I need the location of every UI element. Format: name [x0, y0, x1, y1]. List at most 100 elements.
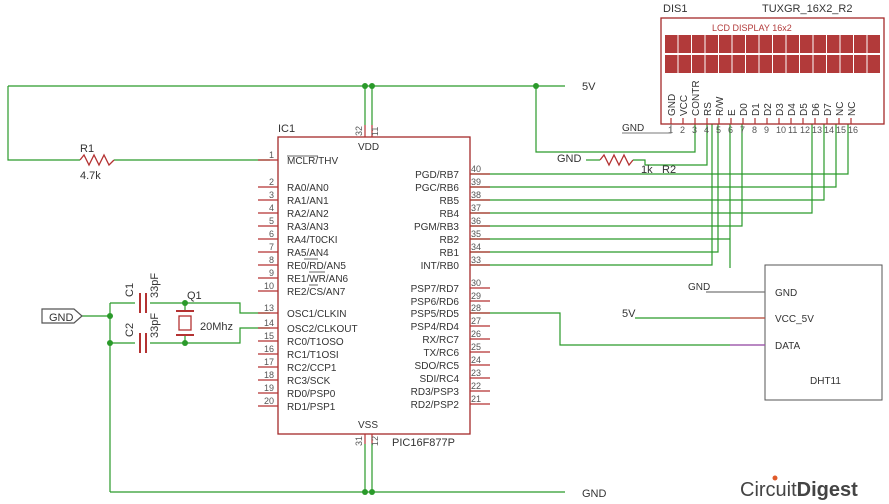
- ic-pin-number-17: 17: [264, 357, 274, 367]
- junctions: [107, 83, 539, 495]
- ic-pin-number-28: 28: [471, 303, 481, 313]
- ic-pin-number-18: 18: [264, 370, 274, 380]
- r1-resistor: R1 4.7k: [79, 143, 115, 182]
- lcd-cell-r1-c5: [719, 35, 732, 53]
- ic-pin-number-39: 39: [471, 177, 481, 187]
- ic-pin-number-1: 1: [269, 150, 274, 160]
- ic1-ref: IC1: [278, 123, 295, 135]
- lcd-pin-name-5: R/W: [715, 96, 726, 116]
- lcd-cell-r2-c1: [665, 55, 678, 73]
- r2-gnd-label: GND: [557, 153, 582, 165]
- ic1-vss-label: VSS: [358, 420, 378, 431]
- rb1-wire: [470, 124, 719, 253]
- vcc-label: 5V: [582, 81, 596, 93]
- contrast-wire: [645, 124, 708, 166]
- c1-ref: C1: [124, 283, 136, 297]
- lcd-cell-r1-c3: [692, 35, 705, 53]
- ic-pin-number-15: 15: [264, 331, 274, 341]
- dht-vcc-label: 5V: [622, 308, 636, 320]
- ic-pin-name-21: RD2/PSP2: [411, 400, 460, 411]
- ic-pin-name-30: PSP7/RD7: [411, 284, 460, 295]
- lcd-pin-number-5: 5: [716, 125, 721, 135]
- osc2-wire: [110, 327, 270, 344]
- lcd-cell-r2-c4: [705, 55, 718, 73]
- lcd-pin-name-11: D4: [787, 103, 798, 116]
- r2-ref: R2: [662, 164, 676, 176]
- vdd-pin-32: 32: [354, 126, 364, 136]
- ic-pin-number-26: 26: [471, 329, 481, 339]
- lcd-pin-number-6: 6: [728, 125, 733, 135]
- ic-pin-number-23: 23: [471, 368, 481, 378]
- r1-value: 4.7k: [80, 170, 101, 182]
- lcd-pin-name-12: D5: [799, 103, 810, 116]
- lcd-pin-name-2: VCC: [679, 95, 690, 116]
- lcd-character-cells: [665, 35, 880, 73]
- ic-pin-name-38: RB5: [440, 196, 460, 207]
- ic-pin-name-16: RC1/T1OSI: [287, 350, 339, 361]
- ic-pin-name-8: RE0/RD/AN5: [287, 261, 346, 272]
- ic-pin-number-36: 36: [471, 216, 481, 226]
- c2-ref: C2: [124, 323, 136, 337]
- c2-capacitor: C2 33pF: [124, 313, 161, 353]
- ic-pin-number-19: 19: [264, 383, 274, 393]
- ic-pin-name-23: SDI/RC4: [420, 374, 460, 385]
- ic-pin-number-34: 34: [471, 242, 481, 252]
- ic1-vdd-label: VDD: [358, 142, 379, 153]
- ic1-microcontroller: IC1 PIC16F877P VDD VSS 32 11 31 12 1MCLR…: [258, 123, 490, 449]
- ic-pin-name-36: PGM/RB3: [414, 222, 459, 233]
- dht-pin-data: DATA: [775, 341, 801, 352]
- ic-pin-number-33: 33: [471, 255, 481, 265]
- ic-pin-name-37: RB4: [440, 209, 460, 220]
- lcd-pin-number-13: 13: [812, 125, 822, 135]
- ic-pin-number-38: 38: [471, 190, 481, 200]
- ic-pin-number-27: 27: [471, 316, 481, 326]
- ic-pin-name-34: RB1: [440, 248, 460, 259]
- ic-pin-name-26: RX/RC7: [422, 335, 459, 346]
- ic1-body: [277, 136, 471, 435]
- q1-crystal: Q1 20Mhz: [176, 290, 233, 336]
- lcd-cell-r2-c5: [719, 55, 732, 73]
- lcd-pin-name-15: NC: [835, 102, 846, 116]
- lcd-pin-number-11: 11: [788, 125, 797, 135]
- lcd-cell-r1-c12: [813, 35, 826, 53]
- ic1-left-pins: 1MCLR/THV2RA0/AN03RA1/AN14RA2/AN25RA3/AN…: [258, 150, 358, 413]
- lcd-cell-r2-c2: [678, 55, 691, 73]
- lcd-pin-number-4: 4: [704, 125, 709, 135]
- lcd-cell-r1-c13: [827, 35, 840, 53]
- lcd-pin-number-8: 8: [752, 125, 757, 135]
- ic-pin-number-8: 8: [269, 255, 274, 265]
- ic-pin-number-10: 10: [264, 281, 274, 291]
- gnd-port: GND: [41, 308, 83, 324]
- q1-ref: Q1: [187, 290, 202, 302]
- ic1-right-pins: 40PGD/RB739PGC/RB638RB537RB436PGM/RB335R…: [411, 164, 490, 411]
- lcd-cell-r1-c6: [732, 35, 745, 53]
- c1-capacitor: C1 33pF: [124, 273, 161, 313]
- ic-pin-name-19: RD0/PSP0: [287, 389, 336, 400]
- ic-pin-name-15: RC0/T1OSO: [287, 337, 344, 348]
- ic-pin-number-5: 5: [269, 216, 274, 226]
- ic-pin-number-3: 3: [269, 190, 274, 200]
- lcd-pin-name-7: D0: [739, 103, 750, 116]
- lcd-pin-name-3: CONTR: [691, 80, 702, 116]
- dht-gnd-label: GND: [688, 282, 710, 293]
- ic-pin-name-18: RC3/SCK: [287, 376, 331, 387]
- ic-pin-number-22: 22: [471, 381, 481, 391]
- lcd-pin-name-10: D3: [775, 103, 786, 116]
- osc1-wire: [110, 302, 270, 314]
- dht-data-wire: [470, 312, 765, 346]
- lcd-pin-name-1: GND: [667, 94, 678, 116]
- vss-pin-31: 31: [354, 436, 364, 446]
- lcd-cell-r2-c11: [800, 55, 813, 73]
- dht11-name: DHT11: [810, 376, 841, 387]
- ic-pin-number-35: 35: [471, 229, 481, 239]
- lcd-title: LCD DISPLAY 16x2: [712, 23, 792, 33]
- lcd-cell-r2-c15: [854, 55, 867, 73]
- c1-value: 33pF: [149, 273, 161, 298]
- lcd-cell-r1-c2: [678, 35, 691, 53]
- lcd-pin-number-15: 15: [836, 125, 846, 135]
- ic-pin-name-9: RE1/WR/AN6: [287, 274, 349, 285]
- c2-value: 33pF: [149, 313, 161, 338]
- lcd-cell-r1-c1: [665, 35, 678, 53]
- rb6-wire: [470, 124, 837, 188]
- brand-prefix: Circuit: [740, 479, 797, 501]
